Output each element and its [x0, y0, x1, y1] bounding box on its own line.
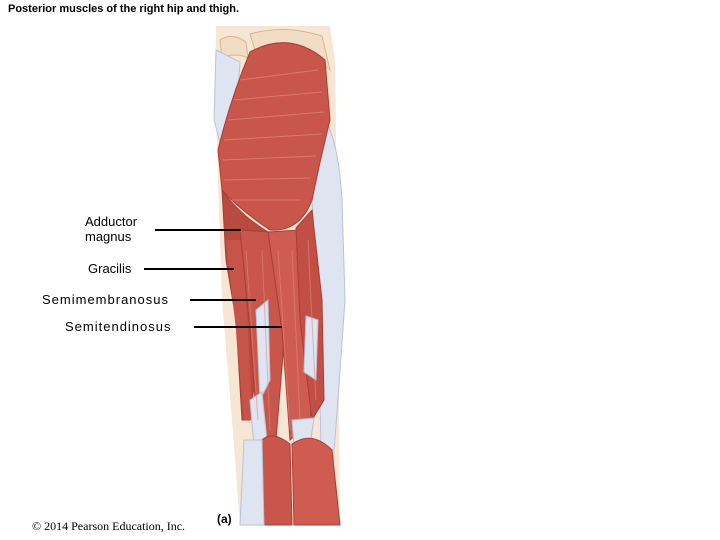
label-adductor-magnus: Adductor magnus [85, 214, 138, 244]
gastrocnemius-lateral [261, 435, 293, 526]
semitendinosus-tendon [303, 315, 319, 381]
label-semimembranosus: Semimembranosus [42, 292, 169, 307]
label-semitendinosus: Semitendinosus [65, 319, 172, 334]
label-gracilis: Gracilis [88, 261, 132, 276]
leader-line-adductor-magnus [155, 229, 241, 231]
leader-line-gracilis [144, 268, 234, 270]
gastrocnemius-medial [291, 437, 341, 526]
slide-title: Posterior muscles of the right hip and t… [8, 3, 240, 15]
gracilis-muscle [226, 240, 252, 420]
copyright-notice: © 2014 Pearson Education, Inc. [32, 519, 186, 533]
panel-label: (a) [217, 512, 232, 526]
leader-line-semitendinosus [194, 326, 282, 328]
calf-tendon-left [239, 439, 265, 526]
leader-line-semimembranosus [190, 299, 256, 301]
gluteus-maximus [217, 42, 331, 231]
biceps-femoris-muscle [295, 208, 325, 422]
